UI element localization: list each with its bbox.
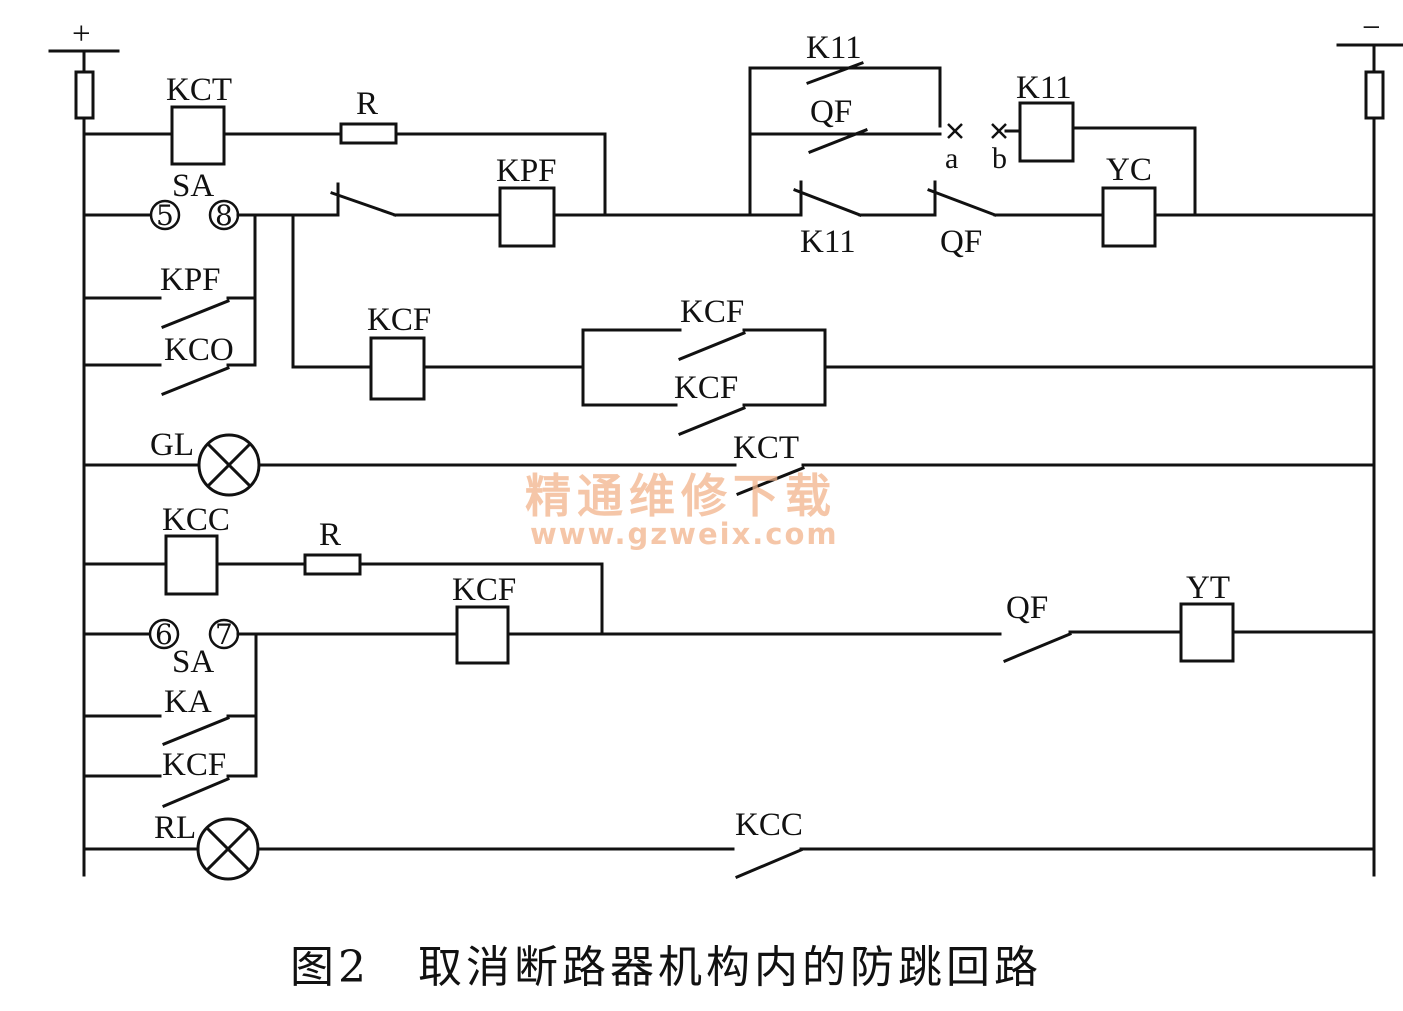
kpf-relay-coil <box>498 186 556 248</box>
kpf-contact-label: KPF <box>160 262 221 298</box>
kpf-kco-contacts: KPF KCO <box>82 213 257 396</box>
kcf-contact-label-upper: KCF <box>680 294 744 330</box>
rl-lamp-icon <box>196 817 260 881</box>
kcf-coil-label-top: KCF <box>367 302 431 338</box>
gl-label: GL <box>150 427 194 463</box>
watermark-url: www.gzweix.com <box>530 517 839 551</box>
kcc-row: KCC R <box>82 502 604 636</box>
resistor-r-top-label: R <box>356 86 378 122</box>
kct-relay-coil <box>170 105 226 166</box>
positive-bus: + <box>48 16 120 877</box>
kcf-antipump-row: KCF KCF KCF <box>291 213 1376 436</box>
k11-qf-bypass: K11 QF a b K11 <box>748 30 1197 217</box>
watermark-chinese: 精通维修下载 <box>525 469 837 523</box>
green-lamp-row: GL KCT <box>82 427 1376 497</box>
qf-trip-contact-label: QF <box>1006 590 1048 626</box>
rl-label: RL <box>154 810 196 846</box>
ka-contact-label: KA <box>164 684 212 720</box>
kcc-contact-label: KCC <box>735 807 803 843</box>
k11-coil-label: K11 <box>1016 70 1072 106</box>
yt-label: YT <box>1186 570 1230 606</box>
kpf-coil-label: KPF <box>496 153 557 189</box>
yc-label: YC <box>1106 152 1152 188</box>
qf-contact-label-bottom: QF <box>940 224 982 260</box>
sa-terminal-8-label: 8 <box>215 199 233 232</box>
negative-terminal-label: − <box>1362 10 1381 46</box>
ka-kcf-contacts: KA KCF <box>82 632 258 808</box>
cut-point-b-label: b <box>992 142 1007 175</box>
sa-label-top: SA <box>172 168 214 204</box>
figure-caption: 图2 取消断路器机构内的防跳回路 <box>290 942 1042 993</box>
close-circuit-row: 5 8 SA KPF K11 QF YC <box>82 152 1376 260</box>
k11-contact-label-bottom: K11 <box>800 224 856 260</box>
red-lamp-row: RL KCC <box>82 807 1376 881</box>
negative-bus: − <box>1336 10 1403 877</box>
trip-circuit-row: 6 7 SA KCF QF YT <box>82 570 1376 680</box>
sa-label-bottom: SA <box>172 644 214 680</box>
sa-terminal-6 <box>148 618 180 650</box>
negative-fuse <box>1364 70 1385 120</box>
kcc-relay-coil <box>164 534 219 596</box>
kcf-relay-coil-bottom <box>455 605 510 665</box>
kcf-contact-label-lower: KCF <box>674 370 738 406</box>
kco-contact-label: KCO <box>164 332 234 368</box>
positive-fuse <box>74 70 95 120</box>
resistor-r-top <box>339 122 398 145</box>
kcc-coil-label: KCC <box>162 502 230 538</box>
kcf-coil-label-bottom: KCF <box>452 572 516 608</box>
qf-contact-label-top: QF <box>810 94 852 130</box>
watermark: 精通维修下载 www.gzweix.com <box>525 469 839 551</box>
yc-close-coil <box>1101 186 1157 248</box>
sa-terminal-6-label: 6 <box>155 618 173 651</box>
k11-relay-coil <box>1018 101 1075 163</box>
positive-terminal-label: + <box>72 16 91 52</box>
resistor-r-bottom <box>303 553 362 576</box>
kcf-relay-coil-top <box>369 336 426 401</box>
kct-contact-label: KCT <box>733 430 799 466</box>
kct-label: KCT <box>166 72 232 108</box>
sa-terminal-5 <box>149 199 181 231</box>
cut-point-a-label: a <box>945 142 958 175</box>
k11-contact-label-top: K11 <box>806 30 862 66</box>
resistor-r-bottom-label: R <box>319 517 341 553</box>
kct-row: KCT R <box>82 72 607 217</box>
yt-trip-coil <box>1179 602 1235 663</box>
sa-terminal-5-label: 5 <box>156 199 174 232</box>
gl-lamp-icon <box>197 433 261 497</box>
kcf-trip-contact-label: KCF <box>162 747 226 783</box>
sa-terminal-7-label: 7 <box>215 618 233 651</box>
